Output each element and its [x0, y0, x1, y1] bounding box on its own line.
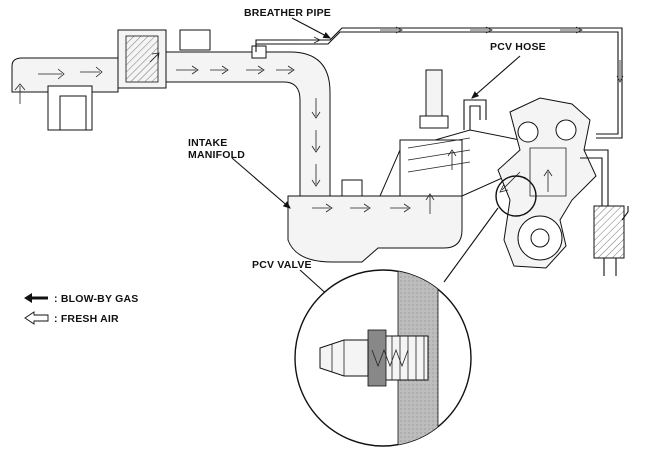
- legend-blow-by-gas: : BLOW-BY GAS: [24, 293, 138, 305]
- pcv-valve-detail: [294, 269, 472, 447]
- air-intake-duct: [11, 57, 119, 131]
- blow-by-gas-arrowhead-icon: [24, 293, 32, 303]
- engine-block: [497, 97, 597, 269]
- fresh-air-arrowhead-icon: [24, 311, 49, 325]
- air-cleaner-box: [117, 29, 167, 89]
- legend: : BLOW-BY GAS : FRESH AIR: [24, 293, 138, 325]
- pcv-valve-label: PCV VALVE: [252, 259, 312, 271]
- intake-manifold-label-line1: INTAKE: [188, 137, 228, 149]
- throttle-sensor: [419, 69, 449, 129]
- intake-manifold: [287, 129, 521, 263]
- legend-blow-by-gas-text: : BLOW-BY GAS: [54, 293, 138, 305]
- legend-fresh-air-text: : FRESH AIR: [54, 313, 119, 325]
- legend-fresh-air: : FRESH AIR: [24, 311, 119, 325]
- breather-pipe-label: BREATHER PIPE: [244, 7, 331, 19]
- intake-manifold-label-line2: MANIFOLD: [188, 149, 245, 161]
- breather-pipe: [255, 26, 624, 139]
- fresh-air-flow-arrows: [14, 52, 321, 187]
- pcv-hose-label: PCV HOSE: [490, 41, 546, 53]
- pcv-valve-location-circle: [495, 175, 537, 217]
- exhaust-catalytic-converter: [580, 149, 629, 276]
- pcv-hose: [463, 99, 487, 130]
